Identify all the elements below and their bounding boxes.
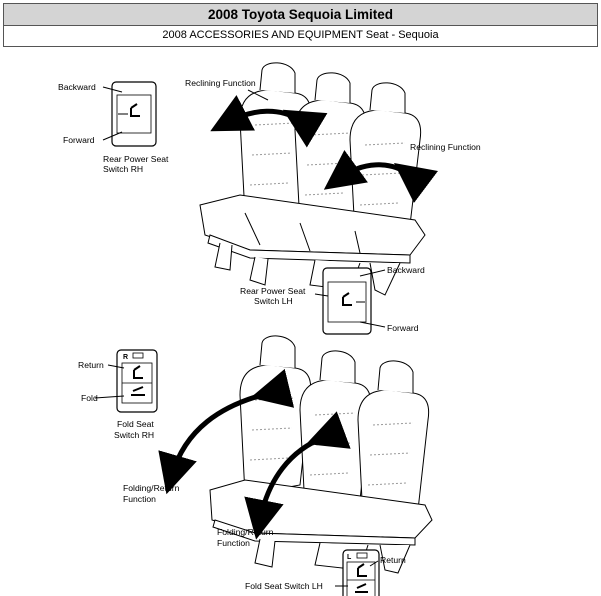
label-reclining-function-1: Reclining Function bbox=[185, 78, 256, 88]
rear-power-seat-switch-lh bbox=[322, 267, 372, 335]
label-rh-fold: Fold bbox=[81, 393, 98, 403]
label-rh-switch-name-2: Switch RH bbox=[103, 164, 143, 174]
label-lh-forward: Forward bbox=[387, 323, 419, 333]
label-rh-switch-name-1: Rear Power Seat bbox=[103, 154, 169, 164]
label-folding-1-line2: Function bbox=[123, 494, 156, 504]
folding-arrow-2 bbox=[244, 411, 351, 540]
document-title: 2008 Toyota Sequoia Limited bbox=[3, 3, 598, 26]
label-lh-backward: Backward bbox=[387, 265, 425, 275]
label-lh-switch-name-1: Rear Power Seat bbox=[240, 286, 306, 296]
label-rh-return: Return bbox=[78, 360, 104, 370]
label-folding-2-line1: Folding/Return bbox=[217, 527, 274, 537]
fold-seat-switch-rh: R bbox=[116, 349, 158, 413]
label-folding-1-line1: Folding/Return bbox=[123, 483, 180, 493]
folding-arrow-1 bbox=[158, 368, 295, 495]
seat-folded-icon bbox=[355, 583, 368, 593]
label-fold-lh-name: Fold Seat Switch LH bbox=[245, 581, 323, 591]
reclining-arrow-2 bbox=[323, 150, 438, 203]
label-reclining-function-2: Reclining Function bbox=[410, 142, 481, 152]
indicator-r: R bbox=[123, 354, 128, 361]
indicator-l: L bbox=[347, 554, 352, 561]
reclining-arrow-1 bbox=[210, 95, 328, 148]
document-subtitle: 2008 ACCESSORIES AND EQUIPMENT Seat - Se… bbox=[3, 26, 598, 47]
label-fold-rh-name-2: Switch RH bbox=[114, 430, 154, 440]
label-rh-backward: Backward bbox=[58, 82, 96, 92]
label-lh-return: Return bbox=[380, 555, 406, 565]
rear-power-seat-switch-rh bbox=[111, 81, 157, 147]
label-rh-forward: Forward bbox=[63, 135, 95, 145]
label-fold-rh-name-1: Fold Seat bbox=[117, 419, 154, 429]
rear-seat-illustration-recline bbox=[199, 62, 426, 296]
label-lh-switch-name-2: Switch LH bbox=[254, 296, 293, 306]
seat-folded-icon bbox=[131, 386, 145, 396]
label-folding-2-line2: Function bbox=[217, 538, 250, 548]
fold-seat-switch-lh: L bbox=[342, 549, 380, 596]
